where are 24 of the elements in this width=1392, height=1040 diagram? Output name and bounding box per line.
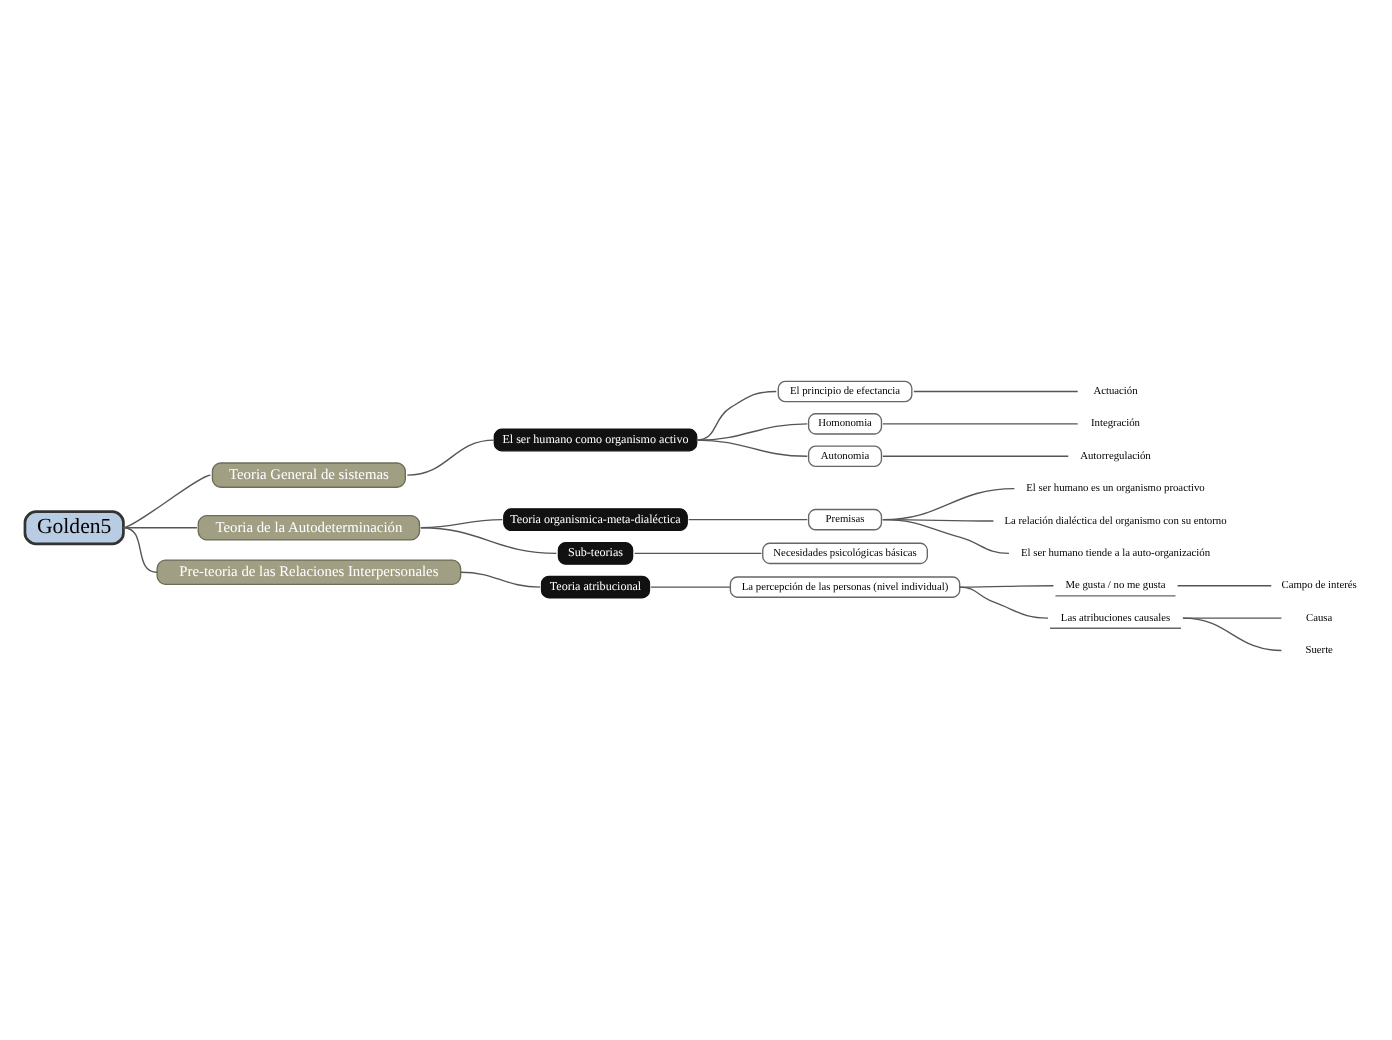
connector xyxy=(913,389,1079,392)
connector xyxy=(650,585,732,587)
connector xyxy=(633,551,763,554)
connector xyxy=(696,438,808,456)
node-box: Golden5 xyxy=(23,509,125,545)
connector xyxy=(122,526,198,528)
connector xyxy=(882,517,1010,554)
connector xyxy=(687,517,808,520)
connector xyxy=(1182,616,1283,651)
node-box: Teoria General de sistemas xyxy=(211,461,406,487)
connector xyxy=(122,473,212,528)
connector xyxy=(959,584,1055,587)
connector xyxy=(696,422,808,440)
connector xyxy=(459,570,541,587)
node-box: Pre-teoria de las Relaciones Interpersonales xyxy=(156,558,462,585)
connector xyxy=(959,585,1049,618)
connector xyxy=(406,438,496,475)
connector xyxy=(882,454,1069,456)
connector xyxy=(420,526,558,554)
connector xyxy=(1182,616,1283,618)
node-box: Teoria de la Autodeterminación xyxy=(197,513,421,540)
connector xyxy=(1176,584,1272,586)
connector xyxy=(882,422,1079,424)
connector xyxy=(122,526,158,572)
